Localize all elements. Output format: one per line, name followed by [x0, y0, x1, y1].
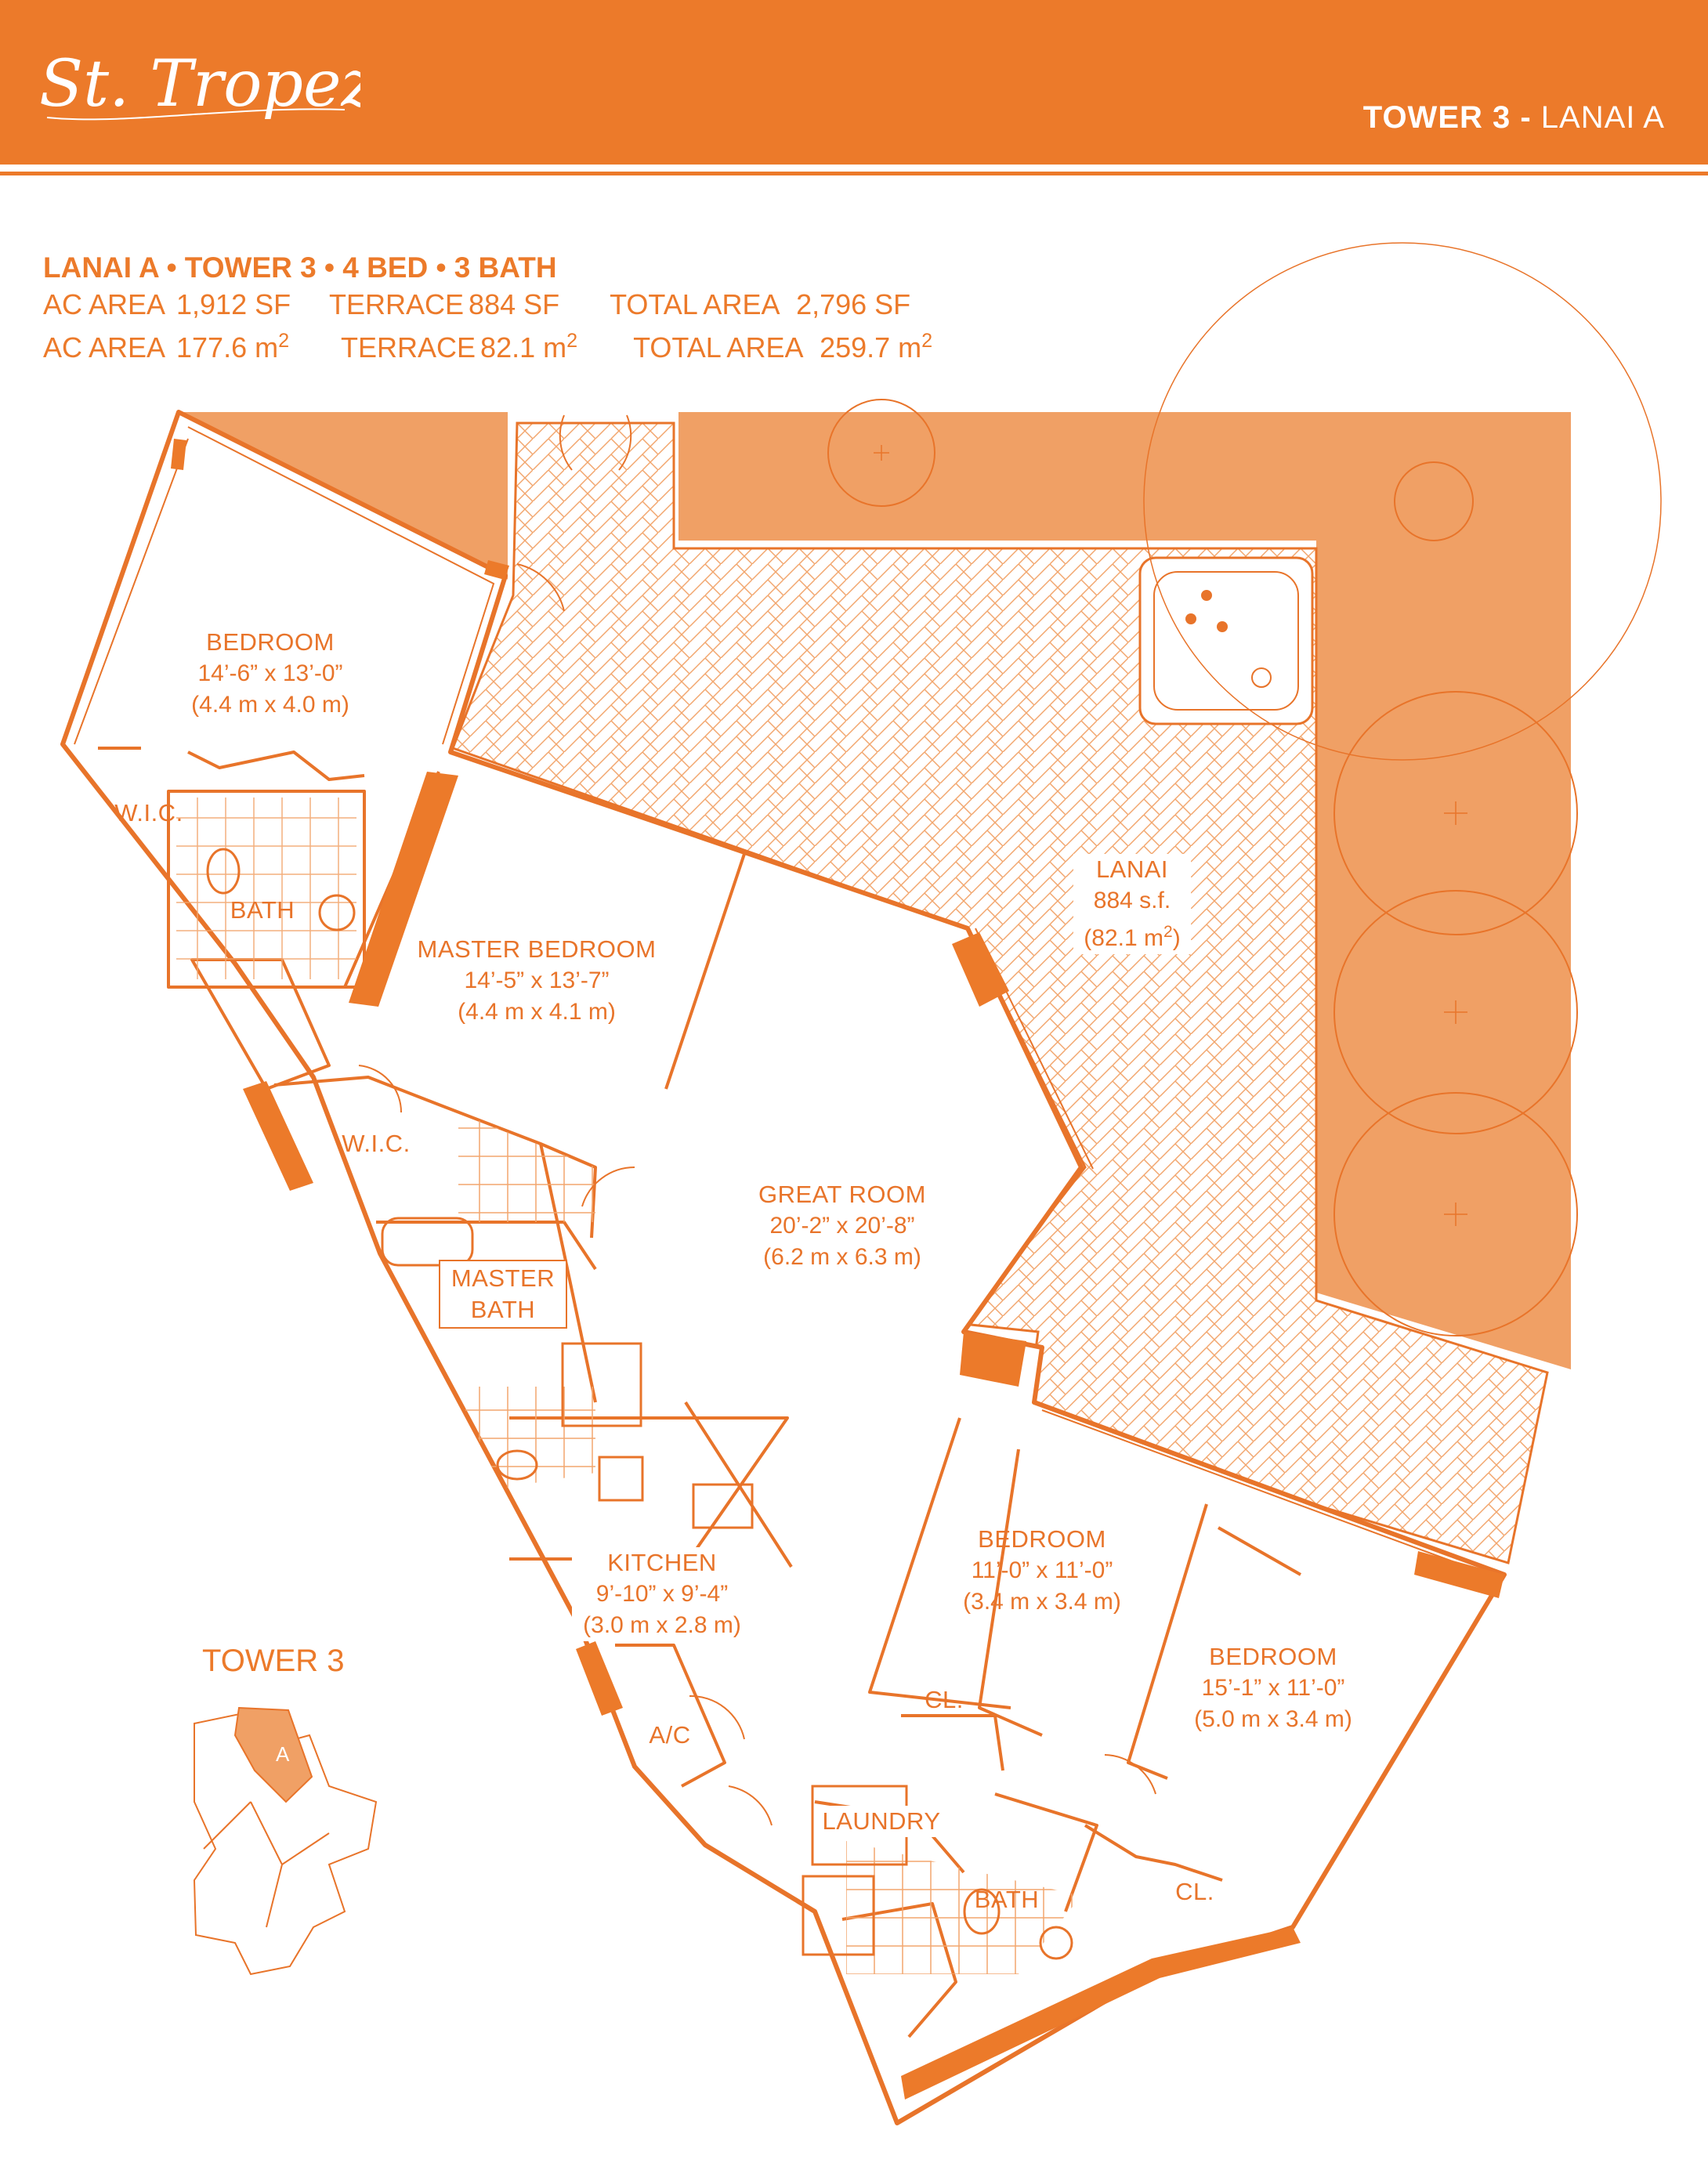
spec-title: LANAI A • TOWER 3 • 4 BED • 3 BATH	[43, 251, 557, 284]
room-bath-s: BATH	[974, 1886, 1040, 1913]
ac-area-value-metric: 177.6 m2	[176, 330, 290, 364]
room-lanai: LANAI 884 s.f. (82.1 m2)	[1073, 854, 1191, 954]
terrace-label: TERRACE	[329, 288, 465, 320]
tower-label: TOWER 3 -	[1362, 100, 1532, 135]
room-dimensions: 11’-0” x 11’-0”	[971, 1557, 1113, 1583]
room-dimensions-metric: (4.4 m x 4.0 m)	[191, 692, 349, 718]
header-rule	[0, 172, 1708, 175]
spec-row-metric: AC AREA 177.6 m2 TERRACE 82.1 m2 TOTAL A…	[43, 323, 932, 366]
total-area-value: 2,796 SF	[796, 288, 911, 320]
room-ac: A/C	[649, 1721, 691, 1749]
room-closet-mid: CL.	[925, 1686, 964, 1713]
room-dimensions: 14’-6” x 13’-0”	[197, 660, 343, 686]
room-area-metric: (82.1 m2)	[1084, 923, 1181, 951]
key-plan-title: TOWER 3	[202, 1644, 345, 1678]
room-name: KITCHEN	[607, 1549, 717, 1576]
room-bath-nw: BATH	[230, 896, 295, 924]
room-name: LANAI	[1095, 855, 1169, 883]
structural-columns	[171, 439, 1504, 2100]
room-name: MASTER BEDROOM	[417, 935, 657, 963]
room-dimensions-metric: (6.2 m x 6.3 m)	[763, 1244, 921, 1270]
ac-area-value: 1,912 SF	[176, 288, 291, 320]
spec-row-imperial: AC AREA 1,912 SF TERRACE 884 SF TOTAL AR…	[43, 286, 932, 323]
tree-crosshairs	[874, 445, 1467, 1226]
master-bath-tiles	[458, 1112, 595, 1222]
room-dimensions-metric: (5.0 m x 3.4 m)	[1194, 1706, 1352, 1732]
room-dimensions: 9’-10” x 9’-4”	[595, 1581, 729, 1607]
room-bedroom-nw: BEDROOM 14’-6” x 13’-0” (4.4 m x 4.0 m)	[184, 627, 356, 721]
unit-title: TOWER 3 - LANAI A	[1363, 100, 1665, 136]
room-area: 884 s.f.	[1093, 888, 1171, 913]
room-name: BEDROOM	[978, 1525, 1106, 1553]
exterior-walls-inner	[74, 426, 1489, 1575]
header-band: St. Tropez TOWER 3 - LANAI A	[0, 0, 1708, 165]
st-tropez-logo: St. Tropez	[39, 47, 360, 121]
terrace-value-metric: 82.1 m2	[480, 330, 578, 364]
bath-nw-tiles	[176, 798, 356, 979]
key-plan	[193, 1710, 378, 1976]
room-name: BEDROOM	[206, 628, 335, 656]
room-name: GREAT ROOM	[758, 1181, 926, 1208]
hot-tub	[1138, 556, 1314, 725]
ac-area-label-metric: AC AREA	[43, 331, 166, 364]
total-area-label: TOTAL AREA	[610, 288, 780, 320]
room-bedroom-mid: BEDROOM 11’-0” x 11’-0” (3.4 m x 3.4 m)	[944, 1524, 1140, 1618]
room-closet-se: CL.	[1175, 1878, 1214, 1905]
room-laundry: LAUNDRY	[815, 1806, 948, 1837]
room-dimensions: 15’-1” x 11’-0”	[1201, 1675, 1345, 1701]
room-bedroom-se: BEDROOM 15’-1” x 11’-0” (5.0 m x 3.4 m)	[1175, 1641, 1371, 1735]
room-name: BEDROOM	[1209, 1643, 1337, 1670]
door-swings	[358, 414, 1156, 1826]
terrace-label-metric: TERRACE	[341, 331, 476, 364]
landscape-trees	[827, 242, 1662, 1336]
ac-area-label: AC AREA	[43, 288, 166, 320]
room-master-bedroom: MASTER BEDROOM 14’-5” x 13’-7” (4.4 m x …	[407, 934, 666, 1028]
total-area-value-metric: 259.7 m2	[820, 330, 933, 364]
room-dimensions-metric: (3.4 m x 3.4 m)	[963, 1589, 1121, 1615]
room-kitchen: KITCHEN 9’-10” x 9’-4” (3.0 m x 2.8 m)	[572, 1547, 752, 1641]
terrace-planter-east	[678, 412, 1571, 1369]
unit-specs: LANAI A • TOWER 3 • 4 BED • 3 BATH AC AR…	[43, 249, 932, 366]
total-area-label-metric: TOTAL AREA	[633, 331, 804, 364]
room-dimensions: 14’-5” x 13’-7”	[464, 968, 610, 993]
room-wic-master: W.I.C.	[342, 1130, 411, 1157]
room-dimensions-metric: (3.0 m x 2.8 m)	[583, 1612, 741, 1638]
room-master-bath: MASTER BATH	[439, 1260, 567, 1329]
room-dimensions: 20’-2” x 20’-8”	[769, 1213, 915, 1239]
master-bath-tiles-2	[454, 1387, 595, 1488]
key-plan-highlight	[233, 1706, 313, 1803]
room-dimensions-metric: (4.4 m x 4.1 m)	[458, 999, 616, 1025]
key-plan-unit-label: A	[276, 1742, 290, 1766]
terrace-value: 884 SF	[469, 288, 560, 320]
unit-label: LANAI A	[1540, 100, 1665, 135]
room-wic-nw: W.I.C.	[114, 799, 183, 826]
room-great-room: GREAT ROOM 20’-2” x 20’-8” (6.2 m x 6.3 …	[740, 1179, 944, 1273]
